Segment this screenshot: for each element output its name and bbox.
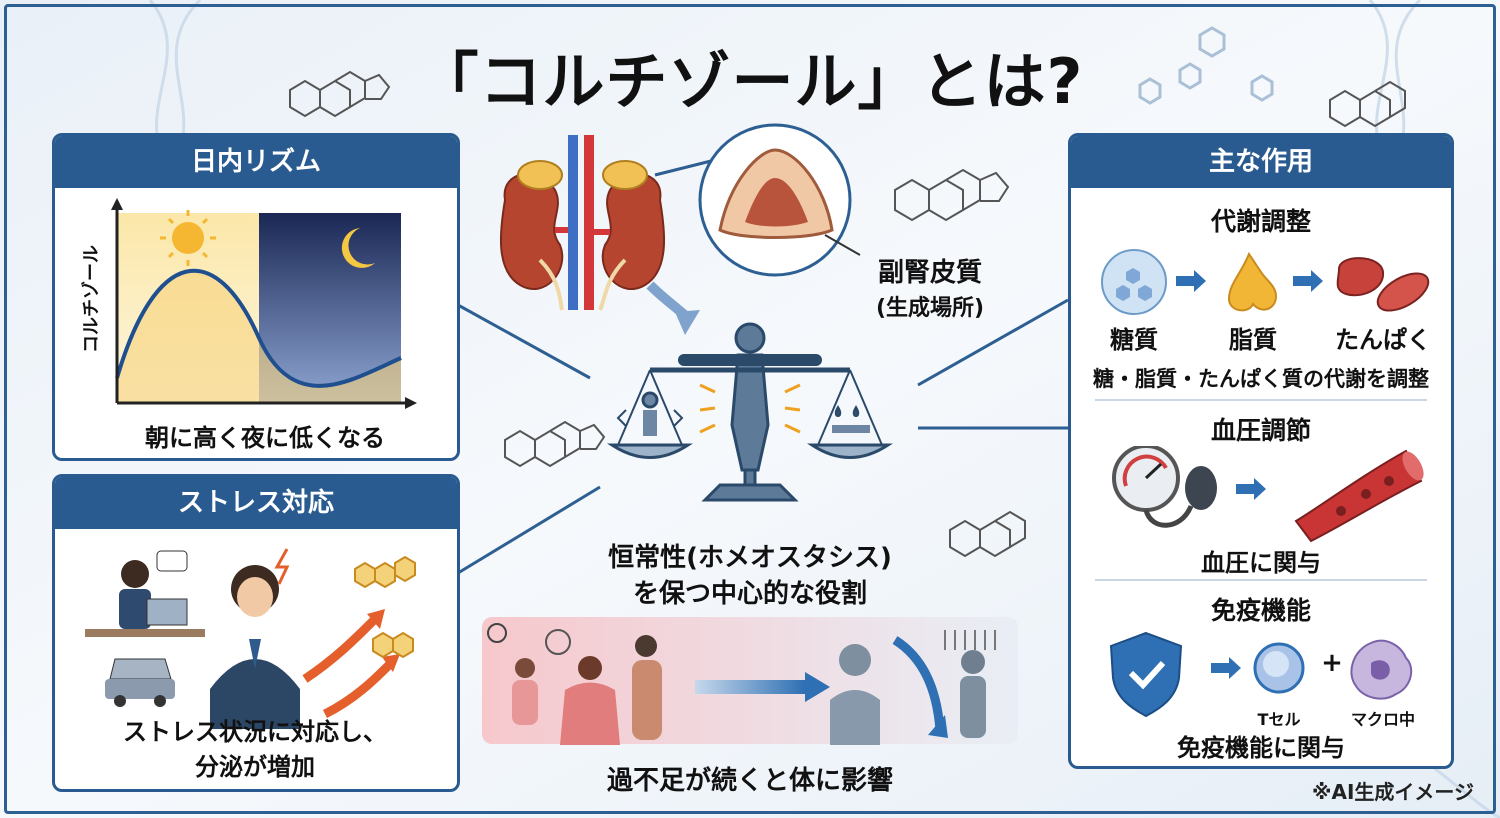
circadian-caption: 朝に高く夜に低くなる — [145, 424, 385, 452]
immune-icons — [1109, 631, 1413, 718]
lightning-icon — [274, 548, 290, 585]
effects-divider-2 — [1095, 579, 1427, 581]
molecule-icon — [289, 70, 1406, 558]
ai-generated-note: ※AI生成イメージ — [1312, 780, 1474, 804]
effects-divider-1 — [1095, 399, 1427, 401]
imbalance-caption: 過不足が続くと体に影響 — [606, 766, 893, 796]
blood-pressure-title: 血圧調節 — [1210, 416, 1311, 445]
stress-header: ストレス対応 — [55, 477, 457, 529]
metabolism-item-fat: 脂質 — [1229, 326, 1277, 354]
metabolism-item-sugar: 糖質 — [1110, 326, 1158, 354]
immune-caption: 免疫機能に関与 — [1177, 734, 1345, 762]
homeostasis-line2: を保つ中心的な役割 — [632, 579, 867, 609]
cortisol-curve — [115, 268, 402, 388]
imbalance-illustration — [482, 617, 1018, 745]
blood-pressure-caption: 血圧に関与 — [1201, 549, 1321, 577]
metabolism-caption: 糖・脂質・たんぱく質の代謝を調整 — [1093, 367, 1429, 391]
stress-panel: ストレス対応 ストレス状況に対応し、 分泌が増加 — [52, 474, 460, 792]
blood-vessel-icon — [1294, 449, 1423, 543]
effects-header: 主な作用 — [1071, 136, 1451, 188]
stress-caption-line1: ストレス状況に対応し、 — [123, 718, 387, 746]
stress-caption-line2: 分泌が増加 — [195, 753, 315, 781]
protein-icon — [1336, 257, 1385, 297]
metabolism-icons — [1101, 249, 1430, 315]
pump-bulb-icon — [1185, 466, 1217, 510]
connector-lines — [457, 298, 1069, 575]
adrenal-label: 副腎皮質 — [877, 258, 982, 288]
immune-plus: + — [1321, 648, 1343, 678]
metabolism-title: 代謝調整 — [1210, 207, 1311, 236]
kidney-illustration — [499, 135, 666, 311]
homeostasis-line1: 恒常性(ホメオスタシス) — [608, 543, 892, 573]
effects-panel: 主な作用 代謝調整 糖質 脂質 たんぱく 糖・脂質・たんぱく質の代謝を調整 血圧… — [1068, 133, 1454, 769]
shield-check-icon — [1109, 631, 1183, 718]
stress-illustration — [85, 548, 416, 729]
macrophage-label: マクロ中 — [1350, 710, 1415, 729]
circadian-panel: 日内リズム コルチゾール 朝に高く夜に低くなる — [52, 133, 460, 461]
circadian-chart — [111, 198, 417, 409]
page-title: 「コルチゾール」とは? — [416, 45, 1084, 118]
circadian-header: 日内リズム — [55, 136, 457, 188]
sun-icon — [160, 210, 216, 266]
cortisol-y-axis-label: コルチゾール — [81, 245, 102, 353]
balance-scale-icon — [606, 322, 894, 502]
moon-icon — [341, 228, 375, 268]
energy-rays — [699, 383, 801, 434]
t-cell-label: Tセル — [1257, 710, 1301, 729]
metabolism-item-protein: たんぱく — [1335, 326, 1431, 354]
fat-icon — [1227, 251, 1278, 312]
adrenal-sub-label: (生成場所) — [875, 296, 985, 321]
blood-pressure-icons — [1112, 446, 1424, 543]
hexagon-decoration — [1138, 26, 1274, 105]
adrenal-cortex-zoom — [654, 123, 861, 277]
immune-title: 免疫機能 — [1210, 596, 1311, 625]
